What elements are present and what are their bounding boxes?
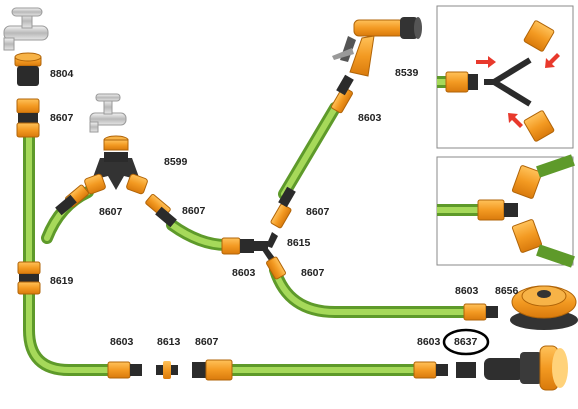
label-8656: 8656 [495, 285, 519, 297]
label-8603-d: 8603 [110, 336, 134, 348]
hose-connector-8607-f[interactable] [192, 359, 233, 381]
label-8539: 8539 [395, 67, 419, 79]
red-arrow-icon [545, 53, 560, 68]
label-8603-c: 8603 [455, 285, 479, 297]
tap-icon [3, 7, 49, 51]
inset-panel-disconnected [436, 5, 574, 149]
red-arrow-icon [476, 56, 496, 68]
label-8607-a: 8607 [50, 112, 74, 124]
label-8613: 8613 [157, 336, 181, 348]
hose-connector-8607-d[interactable] [270, 186, 296, 229]
spray-gun-icon[interactable] [332, 17, 422, 77]
label-8603-b: 8603 [232, 267, 256, 279]
hose-connector-8603-a[interactable] [331, 74, 354, 114]
tap-adapter-8804[interactable] [14, 52, 42, 86]
label-8607-b: 8607 [99, 206, 123, 218]
hose-connector-8607-b[interactable] [55, 184, 89, 216]
hose-connector-8603-e[interactable] [413, 361, 448, 379]
inset-panel-connected [436, 154, 575, 268]
sprinkler-icon[interactable] [510, 285, 578, 330]
label-8599: 8599 [164, 156, 188, 168]
hose-connector-8603-b[interactable] [221, 237, 254, 255]
label-8804: 8804 [50, 68, 74, 80]
label-8619: 8619 [50, 275, 74, 287]
hose-connector-8607-c[interactable] [145, 194, 177, 228]
label-8607-d: 8607 [306, 206, 330, 218]
label-8607-c: 8607 [182, 205, 206, 217]
highlight-ring [442, 328, 490, 356]
label-8637: 8637 [454, 336, 478, 348]
label-8603-e: 8603 [417, 336, 441, 348]
hose-connector-8603-d[interactable] [107, 361, 142, 379]
hose-repairer-8619[interactable] [17, 261, 41, 295]
hose-connector-8603-c[interactable] [463, 303, 498, 321]
label-8607-e: 8607 [301, 267, 325, 279]
two-way-adapter-8599[interactable] [84, 135, 148, 195]
label-8603-a: 8603 [358, 112, 382, 124]
label-8607-f: 8607 [195, 336, 219, 348]
hose-connector-8607-a[interactable] [16, 98, 40, 138]
tap-icon [89, 93, 127, 133]
double-connector-8613[interactable] [156, 361, 178, 379]
label-8615: 8615 [287, 237, 311, 249]
y-connector-8615[interactable] [254, 232, 278, 262]
tap-connector-8637[interactable] [456, 362, 476, 378]
hose-network [23, 102, 476, 376]
red-arrow-icon [508, 113, 523, 128]
hose-connector-8607-e[interactable] [266, 256, 286, 280]
nozzle-icon[interactable] [484, 345, 568, 391]
